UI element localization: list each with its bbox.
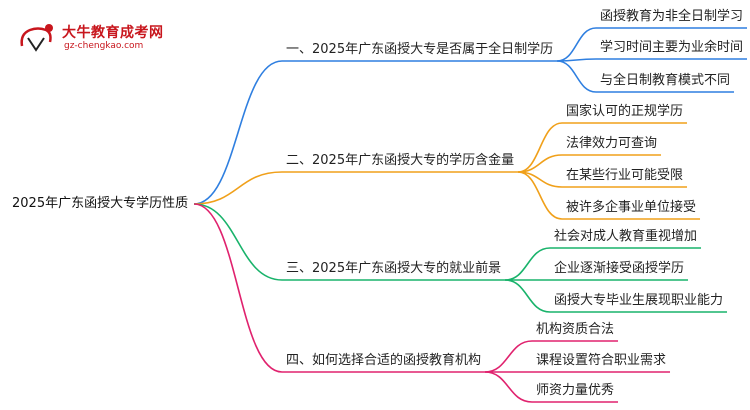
branch-4-to-leaf-1-link	[484, 340, 533, 373]
branch-2-to-leaf-1-link	[517, 122, 563, 173]
root-to-branch-3-link	[194, 203, 283, 281]
branch-4-leaf-2: 课程设置符合职业需求	[536, 353, 667, 368]
branch-2-leaf-2: 法律效力可查询	[566, 136, 658, 151]
logo-brand-text: 大牛教育成考网	[62, 25, 164, 41]
branch-1-to-leaf-1-link	[556, 27, 597, 62]
root-to-branch-2-link	[194, 171, 283, 205]
site-logo[interactable]: 大牛教育成考网 gz-chengkao.com	[8, 8, 178, 54]
branch-3-label: 三、2025年广东函授大专的就业前景	[286, 261, 502, 276]
branch-2-leaf-1: 国家认可的正规学历	[566, 104, 684, 119]
branch-3-to-leaf-1-link	[505, 247, 551, 281]
branch-4-leaf-1: 机构资质合法	[536, 322, 615, 337]
branch-3-leaf-3: 函授大专毕业生展现职业能力	[554, 293, 724, 308]
branch-1-to-leaf-3-link	[557, 60, 597, 93]
branch-4-leaf-3: 师资力量优秀	[536, 383, 615, 398]
root-to-branch-4-link	[194, 203, 283, 373]
mindmap-root: 2025年广东函授大专学历性质	[12, 196, 189, 211]
branch-2-leaf-3: 在某些行业可能受限	[566, 168, 684, 183]
branch-1-label: 一、2025年广东函授大专是否属于全日制学历	[286, 42, 554, 57]
branch-3-to-leaf-3-link	[505, 279, 551, 313]
branch-2-leaf-4: 被许多企事业单位接受	[566, 200, 697, 215]
branch-3-leaf-1: 社会对成人教育重视增加	[554, 229, 698, 244]
branch-3-leaf-2: 企业逐渐接受函授学历	[554, 261, 685, 276]
branch-1-leaf-1: 函授教育为非全日制学习	[600, 9, 744, 24]
branch-2-to-leaf-4-link	[517, 171, 563, 220]
branch-1-leaf-3: 与全日制教育模式不同	[600, 73, 731, 88]
branch-1-leaf-2: 学习时间主要为业余时间	[600, 40, 744, 55]
logo-mark-icon	[20, 24, 53, 52]
logo-url-text: gz-chengkao.com	[64, 41, 144, 51]
branch-2-label: 二、2025年广东函授大专的学历含金量	[286, 153, 515, 168]
root-to-branch-1-link	[194, 60, 283, 205]
branch-4-to-leaf-3-link	[484, 371, 533, 403]
branch-4-label: 四、如何选择合适的函授教育机构	[286, 353, 482, 368]
